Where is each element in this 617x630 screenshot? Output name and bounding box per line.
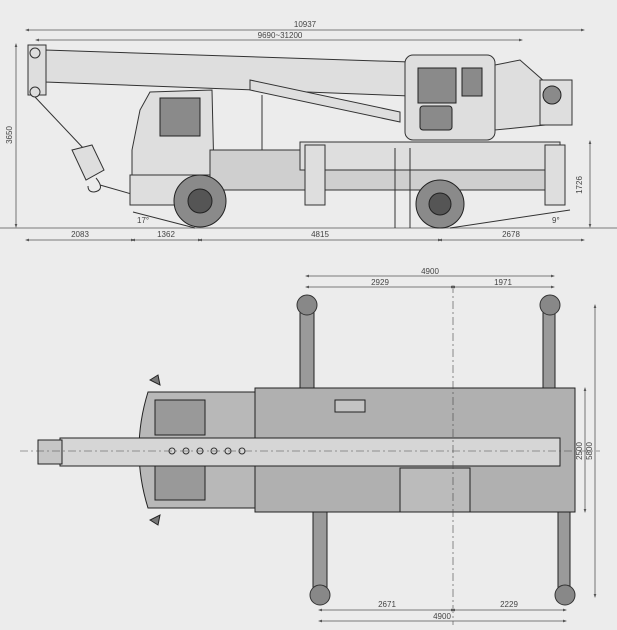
outrigger-pad <box>296 294 318 316</box>
hook-block <box>71 144 105 181</box>
sheave <box>29 47 41 59</box>
outrigger-box <box>299 141 561 171</box>
outrigger-beam <box>312 509 328 596</box>
outrigger-pad <box>554 584 576 606</box>
outrigger-beam <box>299 304 315 391</box>
dim-cab-to-axle: 1362 <box>157 230 175 239</box>
dim-wheelbase: 4815 <box>311 230 329 239</box>
dim-bottom-front-to-center: 2671 <box>378 600 396 609</box>
luffing-cylinder <box>249 79 401 123</box>
winch-housing <box>494 59 546 131</box>
boom-head-top <box>37 439 63 465</box>
side-view: 10937 9690~31200 3650 1726 17° 9° 2083 1… <box>0 20 617 242</box>
dim-bottom-center-to-rear: 2229 <box>500 600 518 609</box>
dim-frame-width: 2500 <box>575 442 584 460</box>
dim-rear-overhang: 2678 <box>502 230 520 239</box>
rear-outrigger <box>544 144 566 206</box>
front-outrigger <box>304 144 326 206</box>
top-view: 4900 2929 1971 2500 5800 2671 2229 4900 <box>20 267 600 625</box>
outrigger-pad <box>539 294 561 316</box>
dim-outrigger-span-top: 4900 <box>421 267 439 276</box>
crane-cab-window <box>417 67 457 104</box>
outrigger-pad <box>309 584 331 606</box>
boom-top <box>59 437 561 467</box>
mirror <box>148 514 161 526</box>
dim-boom-length: 9690~31200 <box>258 31 303 40</box>
dim-outrigger-span-bottom: 4900 <box>433 612 451 621</box>
dim-center-to-rear: 1971 <box>494 278 512 287</box>
outrigger-beam <box>557 509 571 596</box>
truck-window <box>159 97 201 137</box>
dim-front-overhang: 2083 <box>71 230 89 239</box>
hook <box>87 177 101 193</box>
dim-overall-height: 3650 <box>5 126 14 144</box>
dim-outrigger-width: 5800 <box>585 442 594 460</box>
boom <box>44 49 411 97</box>
superstructure-cab-top <box>399 467 471 513</box>
dim-overall-length: 10937 <box>294 20 317 29</box>
dim-outrigger-height: 1726 <box>575 176 584 194</box>
dim-front-to-center: 2929 <box>371 278 389 287</box>
departure-angle: 9° <box>552 216 560 225</box>
mirror <box>148 374 161 386</box>
approach-angle: 17° <box>137 216 149 225</box>
outrigger-beam <box>542 304 556 391</box>
sheave <box>29 86 41 98</box>
